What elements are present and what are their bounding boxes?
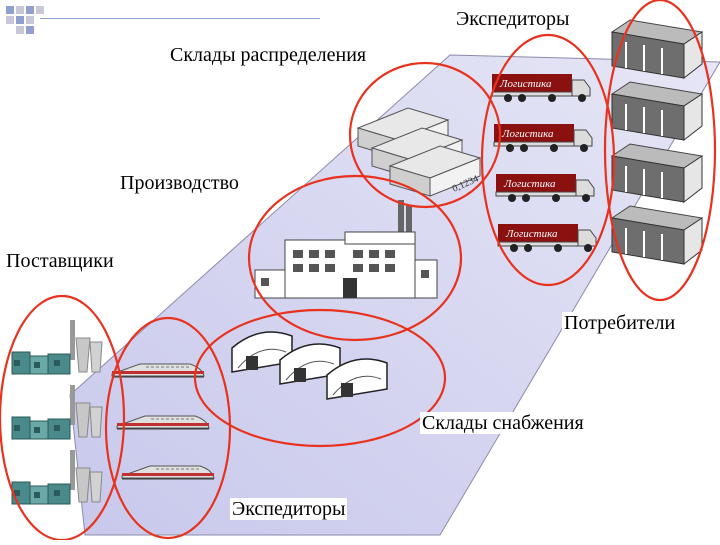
label-distribution-warehouses: Склады распределения bbox=[168, 44, 369, 66]
trucks: Логистика Логистика Логистика Логистика bbox=[491, 74, 597, 252]
bottom-forwarder-trains bbox=[111, 363, 215, 480]
supplier-plants bbox=[11, 320, 103, 505]
truck-label: Логистика bbox=[505, 228, 558, 240]
trucks-circle bbox=[480, 33, 616, 287]
train-icon bbox=[116, 415, 210, 430]
consumer-buildings bbox=[610, 19, 704, 266]
distribution-warehouses: 0,1234 bbox=[356, 107, 482, 197]
power-plant-icon bbox=[11, 320, 103, 375]
hangar-icon bbox=[326, 358, 388, 400]
trains-circle bbox=[104, 316, 232, 540]
consumer-building-icon bbox=[610, 205, 704, 266]
supply-hangars bbox=[231, 331, 388, 400]
label-consumers: Потребители bbox=[562, 312, 678, 334]
truck: Логистика bbox=[497, 224, 597, 252]
label-suppliers: Поставщики bbox=[4, 250, 116, 272]
truck-label: Логистика bbox=[501, 128, 554, 140]
consumer-building-icon bbox=[610, 143, 704, 204]
label-forwarders-bottom: Экспедиторы bbox=[230, 498, 348, 520]
hangar-icon bbox=[279, 343, 341, 385]
train-icon bbox=[121, 465, 215, 480]
label-production: Производство bbox=[118, 172, 241, 194]
truck: Логистика bbox=[493, 124, 593, 152]
power-plant-icon bbox=[11, 385, 103, 440]
supply-warehouses-circle bbox=[193, 308, 447, 448]
truck-label: Логистика bbox=[503, 178, 556, 190]
consumers-circle bbox=[603, 0, 717, 302]
consumer-building-icon bbox=[610, 81, 704, 142]
production-circle bbox=[247, 174, 463, 342]
train-icon bbox=[111, 363, 205, 378]
consumer-building-icon bbox=[610, 19, 704, 80]
truck-label: Логистика bbox=[499, 78, 552, 90]
power-plant-icon bbox=[11, 450, 103, 505]
corner-decoration bbox=[0, 0, 320, 44]
truck: Логистика bbox=[495, 174, 595, 202]
distribution-circle bbox=[348, 61, 502, 209]
label-supply-warehouses: Склады снабжения bbox=[420, 412, 586, 434]
factory-icon bbox=[254, 200, 438, 299]
hangar-icon bbox=[231, 331, 293, 373]
label-forwarders-top: Экспедиторы bbox=[454, 8, 572, 30]
warehouse-icon bbox=[388, 145, 482, 197]
